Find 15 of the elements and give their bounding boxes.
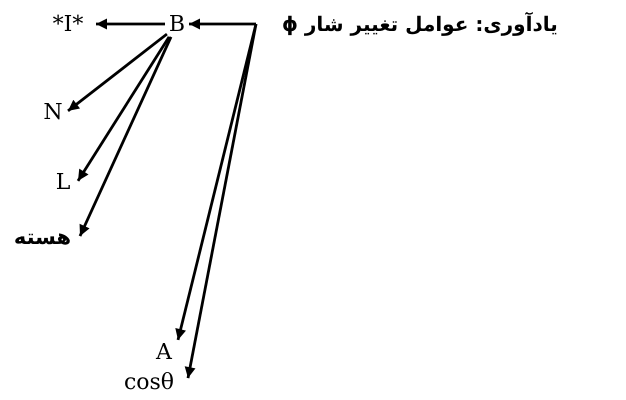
arrow	[189, 18, 256, 30]
term-label: B	[168, 12, 186, 36]
arrow	[78, 36, 172, 237]
arrow	[76, 36, 170, 182]
term-label: A	[156, 340, 172, 364]
term-label: N	[43, 100, 63, 124]
heading: یادآوری: عوامل تغییر شار ϕ	[282, 12, 558, 36]
term-label: *I*	[52, 12, 84, 36]
arrow	[96, 18, 165, 30]
term-label: هسته	[14, 225, 72, 249]
arrow	[67, 32, 168, 112]
arrow	[184, 24, 258, 378]
term-label: cosθ	[124, 370, 174, 394]
term-label: L	[56, 170, 70, 194]
arrow	[175, 24, 258, 340]
